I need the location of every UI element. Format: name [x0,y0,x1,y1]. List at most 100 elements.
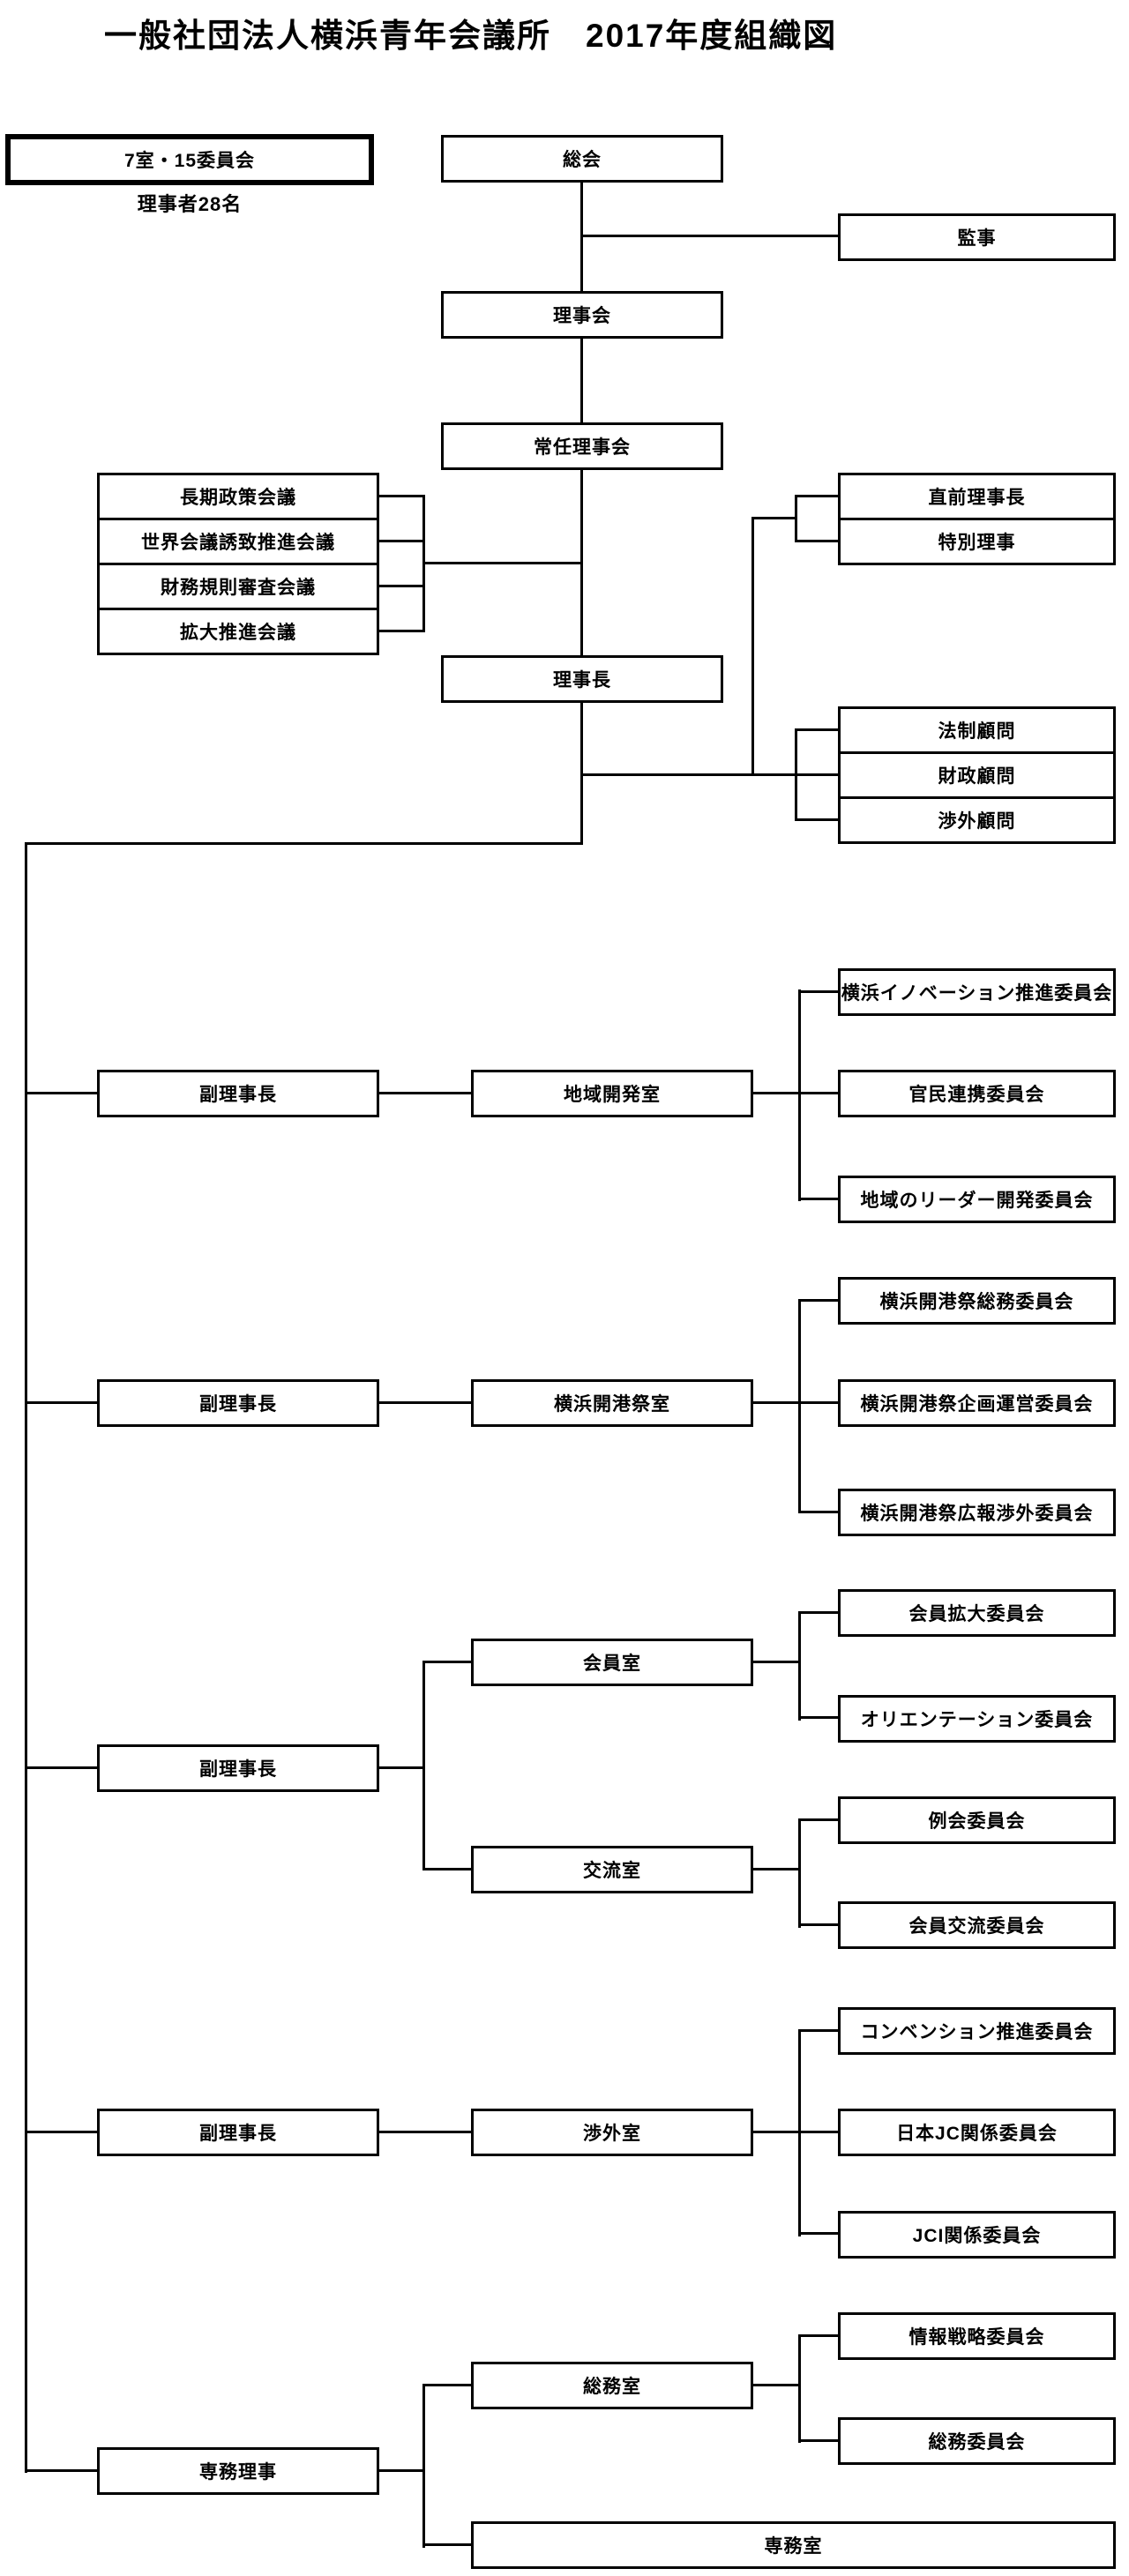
connector-line [379,495,425,497]
node-port-festival-pr-committee: 横浜開港祭広報渉外委員会 [838,1489,1116,1536]
connector-line [582,235,838,237]
node-vice-president-4: 副理事長 [97,2109,379,2156]
node-special-director: 特別理事 [838,518,1116,565]
connector-line [379,1401,471,1404]
connector-line [801,1198,838,1200]
node-general-affairs-office: 総務室 [471,2362,753,2409]
connector-line [801,1818,838,1821]
node-convention-promotion-committee: コンベンション推進委員会 [838,2007,1116,2055]
node-general-affairs-committee: 総務委員会 [838,2417,1116,2465]
page-title: 一般社団法人横浜青年会議所 2017年度組織図 [104,18,838,54]
node-exchange-office: 交流室 [471,1846,753,1893]
connector-line [425,2543,471,2546]
node-standing-board: 常任理事会 [441,422,723,470]
node-president: 理事長 [441,655,723,703]
connector-line [801,2439,838,2442]
node-board-of-directors: 理事会 [441,291,723,339]
connector-line [25,1766,97,1769]
connector-line [801,1923,838,1926]
node-japan-jc-relations-committee: 日本JC関係委員会 [838,2109,1116,2156]
node-world-conference-invitation-conference: 世界会議誘致推進会議 [97,518,379,565]
legend-box: 7室・15委員会 [5,134,374,185]
connector-line [425,1661,471,1663]
connector-line [379,1766,425,1769]
node-executive-office: 専務室 [471,2521,1116,2569]
node-regular-meeting-committee: 例会委員会 [838,1796,1116,1844]
connector-line [796,818,838,821]
node-information-strategy-committee: 情報戦略委員会 [838,2312,1116,2360]
connector-line [753,1401,838,1404]
connector-line [582,773,838,776]
connector-line [801,1511,838,1513]
connector-line [753,2131,838,2133]
connector-line [798,1299,801,1513]
connector-line [798,1818,801,1928]
connector-line [796,495,838,497]
connector-line [798,989,801,1201]
node-legal-advisor: 法制顧問 [838,706,1116,754]
node-immediate-past-president: 直前理事長 [838,473,1116,520]
node-regional-leader-development-committee: 地域のリーダー開発委員会 [838,1176,1116,1223]
node-public-private-partnership-committee: 官民連携委員会 [838,1070,1116,1117]
connector-line [796,540,838,542]
connector-line [753,1868,799,1870]
node-port-festival-office: 横浜開港祭室 [471,1379,753,1427]
connector-line [751,517,754,776]
node-member-exchange-committee: 会員交流委員会 [838,1901,1116,1949]
node-orientation-committee: オリエンテーション委員会 [838,1695,1116,1743]
connector-line [425,2384,471,2386]
node-external-affairs-office: 渉外室 [471,2109,753,2156]
node-yokohama-innovation-promotion-committee: 横浜イノベーション推進委員会 [838,968,1116,1016]
connector-line [25,842,27,2473]
node-vice-president-3: 副理事長 [97,1744,379,1792]
connector-line [796,728,838,731]
node-general-meeting: 総会 [441,135,723,183]
node-financial-advisor: 財政顧問 [838,751,1116,799]
connector-line [795,728,797,821]
connector-line [25,1401,97,1404]
connector-line [25,2131,97,2133]
node-regional-development-office: 地域開発室 [471,1070,753,1117]
node-port-festival-general-affairs-committee: 横浜開港祭総務委員会 [838,1277,1116,1325]
node-external-affairs-advisor: 渉外顧問 [838,796,1116,844]
connector-line [379,540,425,542]
connector-line [801,1716,838,1719]
connector-line [25,842,583,845]
node-auditor: 監事 [838,213,1116,261]
connector-line [801,2029,838,2032]
connector-line [753,2384,799,2386]
connector-line [379,585,425,587]
connector-line [798,2029,801,2236]
connector-line [801,2232,838,2235]
connector-line [580,339,583,422]
node-membership-expansion-committee: 会員拡大委員会 [838,1589,1116,1637]
node-port-festival-planning-committee: 横浜開港祭企画運営委員会 [838,1379,1116,1427]
node-expansion-promotion-conference: 拡大推進会議 [97,608,379,655]
node-vice-president-1: 副理事長 [97,1070,379,1117]
connector-line [801,1299,838,1302]
connector-line [379,2469,425,2472]
connector-line [25,1092,97,1094]
connector-line [422,562,583,564]
connector-line [801,1611,838,1614]
connector-line [798,2334,801,2443]
connector-line [753,1661,799,1663]
connector-line [379,2131,471,2133]
connector-line [422,2384,425,2548]
node-membership-office: 会員室 [471,1639,753,1686]
connector-line [798,1611,801,1721]
node-executive-director: 専務理事 [97,2447,379,2495]
legend-sub-label: 理事者28名 [137,193,243,215]
connector-line [379,1092,471,1094]
connector-line [751,517,797,519]
connector-line [580,183,583,291]
node-vice-president-2: 副理事長 [97,1379,379,1427]
node-long-term-policy-conference: 長期政策会議 [97,473,379,520]
connector-line [580,703,583,845]
connector-line [801,2334,838,2337]
connector-line [379,630,425,632]
connector-line [425,1868,471,1870]
connector-line [422,1661,425,1870]
node-financial-rules-review-conference: 財務規則審査会議 [97,563,379,610]
